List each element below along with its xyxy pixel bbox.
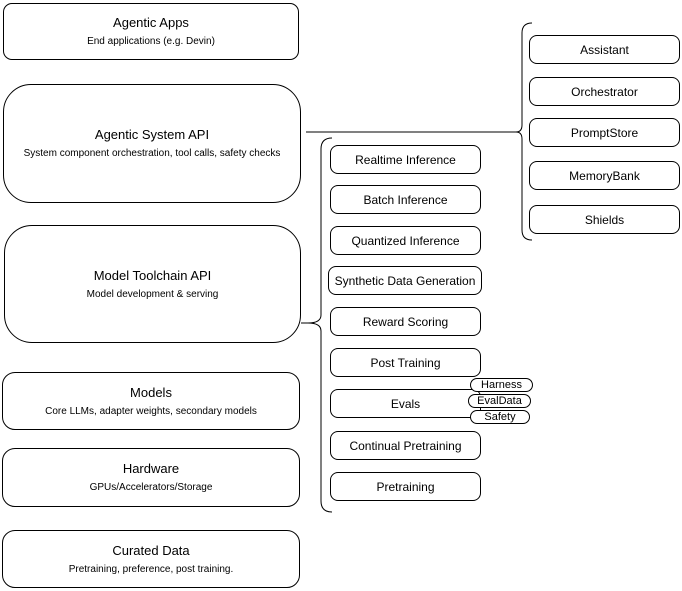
node-synthetic-data-generation: Synthetic Data Generation: [328, 266, 482, 295]
node-post-training: Post Training: [330, 348, 481, 377]
node-subtitle: End applications (e.g. Devin): [87, 36, 215, 47]
node-agentic-apps: Agentic Apps End applications (e.g. Devi…: [3, 3, 299, 60]
node-evals: Evals: [330, 389, 481, 418]
node-title: Agentic System API: [94, 127, 210, 142]
node-assistant: Assistant: [529, 35, 680, 64]
node-hardware: Hardware GPUs/Accelerators/Storage: [2, 448, 300, 507]
pill-evaldata: EvalData: [468, 394, 531, 408]
node-subtitle: Core LLMs, adapter weights, secondary mo…: [45, 405, 257, 417]
node-title: Models: [130, 384, 172, 400]
node-title: Hardware: [122, 461, 180, 476]
node-batch-inference: Batch Inference: [330, 185, 481, 214]
node-title: Model Toolchain API: [93, 267, 212, 283]
toolchain-group-bracket: [307, 137, 333, 513]
node-curated-data: Curated Data Pretraining, preference, po…: [2, 530, 300, 588]
node-pretraining: Pretraining: [330, 472, 481, 501]
node-memorybank: MemoryBank: [529, 161, 680, 190]
node-shields: Shields: [529, 205, 680, 234]
node-agentic-system-api: Agentic System API System component orch…: [3, 84, 301, 203]
pill-harness: Harness: [470, 378, 533, 392]
node-models: Models Core LLMs, adapter weights, secon…: [2, 372, 300, 430]
node-continual-pretraining: Continual Pretraining: [330, 431, 481, 460]
node-title: Curated Data: [112, 542, 190, 558]
node-orchestrator: Orchestrator: [529, 77, 680, 106]
node-quantized-inference: Quantized Inference: [330, 226, 481, 255]
node-subtitle: Model development & serving: [86, 288, 219, 300]
node-subtitle: System component orchestration, tool cal…: [23, 148, 281, 159]
node-promptstore: PromptStore: [529, 118, 680, 147]
node-realtime-inference: Realtime Inference: [330, 145, 481, 174]
node-subtitle: GPUs/Accelerators/Storage: [89, 482, 213, 493]
node-reward-scoring: Reward Scoring: [330, 307, 481, 336]
node-model-toolchain-api: Model Toolchain API Model development & …: [4, 225, 301, 343]
node-title: Agentic Apps: [113, 15, 189, 30]
node-subtitle: Pretraining, preference, post training.: [68, 563, 234, 575]
pill-safety: Safety: [470, 410, 530, 424]
